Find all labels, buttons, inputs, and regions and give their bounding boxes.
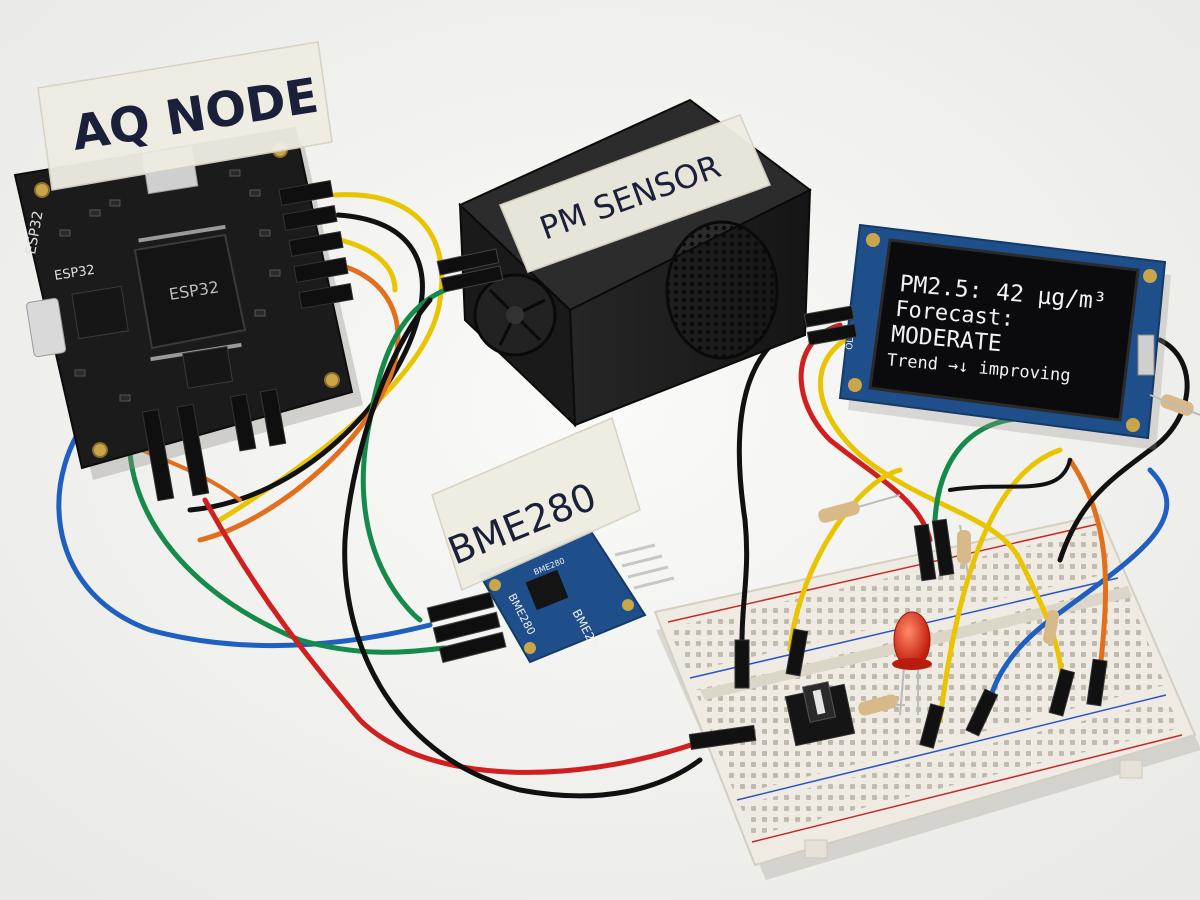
wire-orange-1: [197, 262, 401, 543]
wire-black-oled-2: [1057, 337, 1190, 563]
wire-orange-oled: [1067, 457, 1109, 673]
wire-black-3: [948, 458, 1072, 492]
wire-yellow-1: [217, 192, 445, 523]
wire-yellow-4: [937, 447, 1063, 723]
board-side-label-1: ESP32: [23, 210, 46, 256]
micro-usb-port: [26, 297, 67, 358]
jumper-plugs: [688, 518, 1108, 750]
wire-black-1: [187, 212, 425, 513]
wire-yellow-oled: [818, 337, 1065, 683]
oled-screen: [868, 238, 1140, 422]
bme280-chip: [525, 569, 569, 611]
breadboard-components: [688, 394, 1200, 750]
oled-module: PM2.5: 42 μg/m³ Forecast: MODERATE Trend…: [803, 223, 1171, 450]
potentiometer: [784, 681, 856, 747]
tape-label-aq-node: AQ NODE: [37, 41, 333, 191]
wire-black-2: [342, 297, 703, 799]
wire-red-1: [202, 497, 703, 775]
sensor-mesh-grille: [665, 220, 779, 360]
esp32-board: ESP32 ESP32 ESP32: [13, 126, 363, 502]
wire-blue-oled: [987, 467, 1170, 703]
wire-red-oled: [798, 322, 933, 543]
wires: [56, 192, 1190, 799]
board-side-label-2: ESP32: [53, 263, 96, 284]
wire-yellow-2: [337, 237, 398, 293]
wire-green-2: [126, 417, 448, 655]
resistors: [818, 394, 1200, 716]
wire-yellow-3: [787, 467, 903, 653]
